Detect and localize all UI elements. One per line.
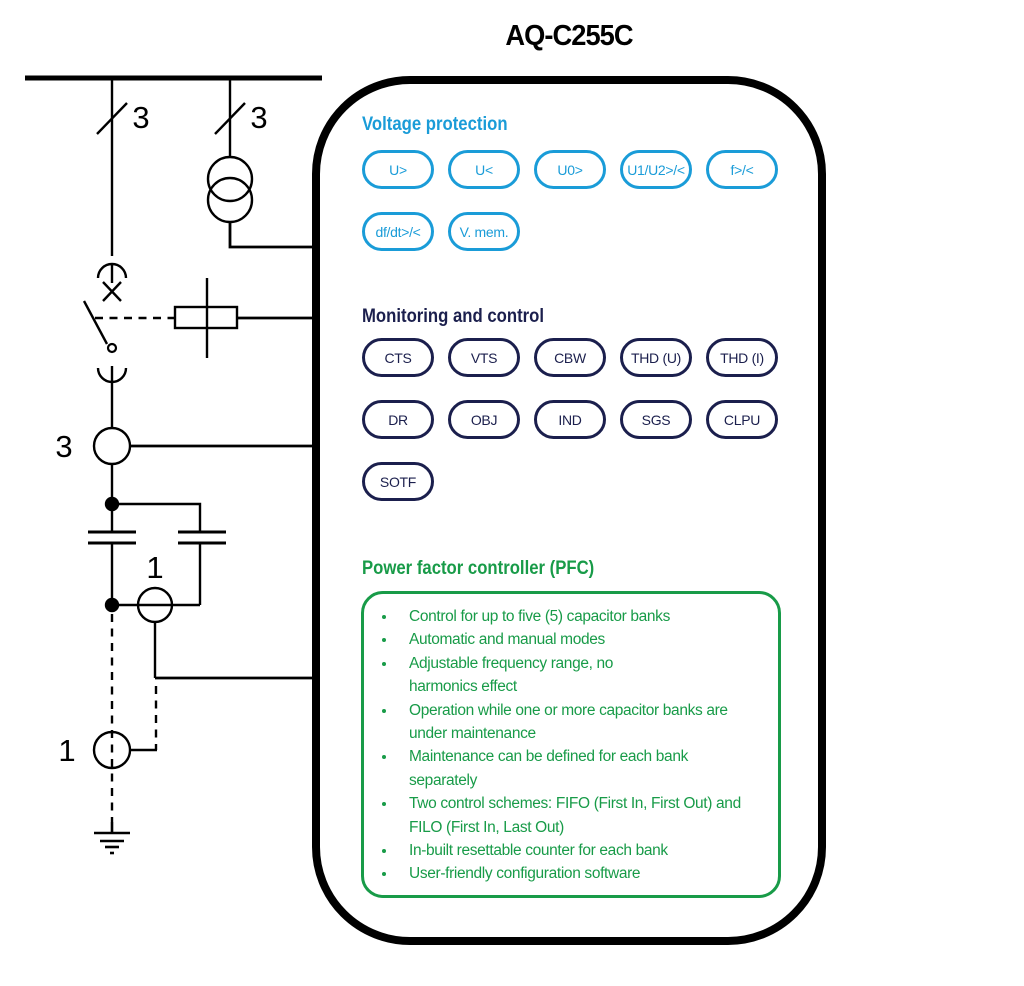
ground-icon: [94, 822, 130, 855]
pill-dr: DR: [362, 400, 434, 439]
pill-thd-u: THD (U): [620, 338, 692, 377]
section-heading-voltage-protection: Voltage protection: [362, 114, 508, 135]
pfc-feature-line: Operation while one or more capacitor ba…: [409, 701, 728, 719]
feeder-line: [96, 80, 128, 256]
bullet-dot-icon: [382, 708, 386, 713]
pfc-feature-line: Control for up to five (5) capacitor ban…: [409, 608, 670, 625]
pfc-feature-item: In-built resettable counter for each ban…: [364, 839, 772, 862]
bullet-dot-icon: [382, 802, 386, 807]
pfc-feature-line: FILO (First In, Last Out): [409, 818, 564, 836]
pill-u1-u2: U1/U2>/<: [620, 150, 692, 189]
pfc-feature-item: User-friendly configuration software: [364, 862, 772, 885]
three-phase-slash-icon: [214, 102, 246, 135]
voltage-transformer-symbol: [206, 155, 321, 249]
bullet-dot-icon: [382, 849, 386, 854]
phase-count-label: 3: [132, 100, 149, 135]
pfc-feature-line: User-friendly configuration software: [409, 865, 641, 883]
unbalance-ct-count-label: 1: [146, 550, 163, 585]
pfc-feature-line: harmonics effect: [409, 678, 517, 696]
section-heading-pfc: Power factor controller (PFC): [362, 558, 595, 579]
bullet-dot-icon: [382, 755, 386, 760]
pfc-feature-line: Adjustable frequency range, no: [409, 654, 614, 672]
trip-coil-symbol: [95, 278, 321, 358]
breaker-x-icon: [102, 281, 122, 302]
phase-count-label: 3: [250, 100, 267, 135]
pill-u0: U0>: [534, 150, 606, 189]
pill-ind: IND: [534, 400, 606, 439]
pill-v-mem: V. mem.: [448, 212, 520, 251]
pill-sotf: SOTF: [362, 462, 434, 501]
voltage-protection-pill-group: U> U< U0> U1/U2>/< f>/< df/dt>/< V. mem.: [362, 150, 780, 251]
pill-sgs: SGS: [620, 400, 692, 439]
device-panel: Voltage protection U> U< U0> U1/U2>/< f>/< df…: [312, 76, 826, 945]
pfc-feature-item: Maintenance can be defined for each bank…: [364, 745, 772, 792]
bullet-dot-icon: [382, 661, 386, 666]
pfc-feature-item: Control for up to five (5) capacitor ban…: [364, 605, 772, 628]
earth-ct-count-label: 1: [58, 733, 75, 768]
pill-df-dt: df/dt>/<: [362, 212, 434, 251]
vt-connection-line: [228, 222, 321, 249]
pfc-feature-line: under maintenance: [409, 725, 536, 743]
pill-vts: VTS: [448, 338, 520, 377]
pill-clpu: CLPU: [706, 400, 778, 439]
pill-cbw: CBW: [534, 338, 606, 377]
pfc-feature-line: In-built resettable counter for each ban…: [409, 842, 668, 860]
pfc-feature-line: Automatic and manual modes: [409, 631, 605, 649]
pill-u: U>: [362, 150, 434, 189]
circuit-breaker-symbol: [82, 262, 128, 428]
pfc-feature-line: Two control schemes: FIFO (First In, Fir…: [409, 795, 741, 813]
pill-u: U<: [448, 150, 520, 189]
capacitor-bank-branch: [88, 496, 226, 613]
vt-feeder-line: [214, 80, 246, 157]
section-heading-monitoring-control: Monitoring and control: [362, 306, 545, 327]
pfc-feature-box: Control for up to five (5) capacitor ban…: [361, 591, 781, 898]
bullet-dot-icon: [382, 615, 386, 619]
pfc-feature-line: separately: [409, 771, 478, 789]
pfc-feature-item: Two control schemes: FIFO (First In, Fir…: [364, 792, 772, 839]
pill-obj: OBJ: [448, 400, 520, 439]
capacitor-icon: [178, 530, 226, 545]
pfc-feature-item: Adjustable frequency range, no harmonics …: [364, 652, 772, 699]
ct-phase-count-label: 3: [55, 429, 72, 464]
pfc-feature-item: Operation while one or more capacitor ba…: [364, 699, 772, 746]
bullet-dot-icon: [382, 638, 386, 643]
phase-ct-symbol: [92, 426, 321, 532]
monitoring-control-pill-group: CTS VTS CBW THD (U) THD (I) DR OBJ IND SGS CLPU SO…: [362, 338, 780, 501]
earth-path: [92, 614, 158, 822]
capacitor-icon: [88, 530, 136, 545]
bullet-dot-icon: [382, 872, 386, 877]
pfc-feature-item: Automatic and manual modes: [364, 628, 772, 651]
pill-thd-i: THD (I): [706, 338, 778, 377]
pill-f: f>/<: [706, 150, 778, 189]
page-title: AQ-C255C: [505, 20, 633, 52]
disconnector-blade: [82, 300, 109, 345]
pfc-feature-line: Maintenance can be defined for each bank: [409, 748, 688, 766]
three-phase-slash-icon: [96, 102, 128, 135]
unbalance-ct-symbol: [136, 586, 321, 680]
pill-cts: CTS: [362, 338, 434, 377]
